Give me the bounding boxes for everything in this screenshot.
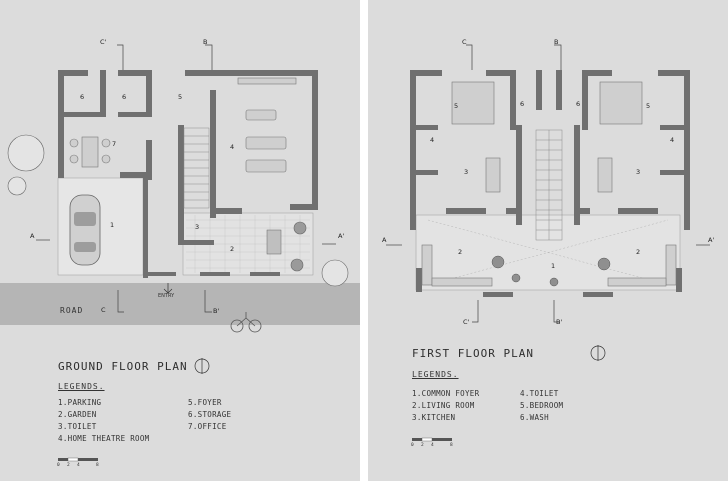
section-c-label: C	[462, 38, 467, 46]
first-legend-item: 2.LIVING ROOM	[412, 401, 475, 410]
ground-legend-item: 4.HOME THEATRE ROOM	[58, 434, 150, 443]
ground-trees	[7, 134, 349, 287]
ground-legend-item: 6.STORAGE	[188, 410, 232, 419]
scale-tick: 2	[67, 463, 70, 468]
first-beds	[451, 81, 643, 125]
room-label-6a: 6	[520, 100, 525, 108]
room-label-2: 2	[230, 245, 235, 253]
first-stairs	[535, 129, 563, 241]
kitchen-islands	[485, 157, 613, 193]
ground-scale-bar	[58, 457, 98, 462]
section-c-label: C	[101, 306, 106, 314]
ground-legend-item: 1.PARKING	[58, 398, 102, 407]
ground-walls	[58, 70, 318, 278]
car	[69, 194, 101, 266]
room-label-2a: 2	[458, 248, 463, 256]
ground-floor-sheet: 6 6 5 7 4 1 3 2 C' B A A' C B' ROAD ENTR…	[0, 0, 360, 481]
ground-stairs	[183, 127, 210, 209]
room-label-7: 7	[112, 140, 117, 148]
section-c-prime-label: C'	[100, 38, 107, 46]
room-label-6b: 6	[122, 93, 127, 101]
room-label-3a: 3	[464, 168, 469, 176]
first-plants	[491, 255, 611, 287]
bicycle	[230, 312, 262, 333]
room-label-6b: 6	[576, 100, 581, 108]
scale-tick: 0	[57, 463, 60, 468]
room-label-5: 5	[178, 93, 183, 101]
living-sofas	[421, 244, 677, 287]
theatre-furniture	[237, 77, 297, 173]
scale-tick: 4	[431, 443, 434, 448]
first-north-symbol	[590, 345, 606, 361]
first-walls	[410, 70, 690, 297]
ground-legend-item: 5.FOYER	[188, 398, 222, 407]
entry-label: ENTRY	[158, 293, 175, 299]
scale-tick: 8	[96, 463, 99, 468]
section-b-prime-label: B'	[213, 307, 220, 315]
first-floor-sheet: 6 6 5 5 4 4 3 3 2 2 1 C B A A' C' B' FIR…	[368, 0, 728, 481]
section-c-prime-label: C'	[463, 318, 470, 326]
section-a-prime-label: A'	[708, 236, 715, 244]
section-a-label: A	[30, 232, 35, 240]
first-section-lines	[386, 44, 710, 323]
room-label-4a: 4	[430, 136, 435, 144]
first-legend-item: 3.KITCHEN	[412, 413, 456, 422]
ground-legend-item: 2.GARDEN	[58, 410, 97, 419]
road-band	[0, 283, 360, 325]
ground-north-symbol	[194, 358, 210, 374]
first-legend-item: 6.WASH	[520, 413, 549, 422]
room-label-2b: 2	[636, 248, 641, 256]
room-label-1: 1	[110, 221, 115, 229]
room-label-6a: 6	[80, 93, 85, 101]
room-label-5a: 5	[454, 102, 459, 110]
office-table	[69, 136, 111, 168]
first-scale-bar	[412, 437, 452, 442]
room-label-1: 1	[551, 262, 556, 270]
garden-bench	[266, 229, 282, 255]
section-b-prime-label: B'	[556, 318, 563, 326]
ground-floor-title: GROUND FLOOR PLAN	[58, 360, 188, 373]
room-label-3b: 3	[636, 168, 641, 176]
ground-legend-heading: LEGENDS.	[58, 382, 105, 391]
section-b-label: B	[554, 38, 559, 46]
room-label-4b: 4	[670, 136, 675, 144]
ground-legend-item: 7.OFFICE	[188, 422, 227, 431]
room-label-5b: 5	[646, 102, 651, 110]
scale-tick: 0	[411, 443, 414, 448]
ground-legend-item: 3.TOILET	[58, 422, 97, 431]
road-label: ROAD	[60, 306, 84, 315]
ground-floor-drawing	[0, 44, 360, 462]
first-legend-item: 1.COMMON FOYER	[412, 389, 480, 398]
ground-section-lines	[36, 44, 336, 313]
room-label-3: 3	[195, 223, 200, 231]
first-legend-heading: LEGENDS.	[412, 370, 459, 379]
scale-tick: 4	[77, 463, 80, 468]
section-b-label: B	[203, 38, 208, 46]
entry-arrow	[163, 283, 173, 294]
first-floor-drawing	[386, 44, 710, 442]
section-a-prime-label: A'	[338, 232, 345, 240]
room-label-4: 4	[230, 143, 235, 151]
section-a-label: A	[382, 236, 387, 244]
scale-tick: 2	[421, 443, 424, 448]
first-legend-item: 5.BEDROOM	[520, 401, 564, 410]
first-legend-item: 4.TOILET	[520, 389, 559, 398]
first-floor-title: FIRST FLOOR PLAN	[412, 347, 534, 360]
scale-tick: 8	[450, 443, 453, 448]
